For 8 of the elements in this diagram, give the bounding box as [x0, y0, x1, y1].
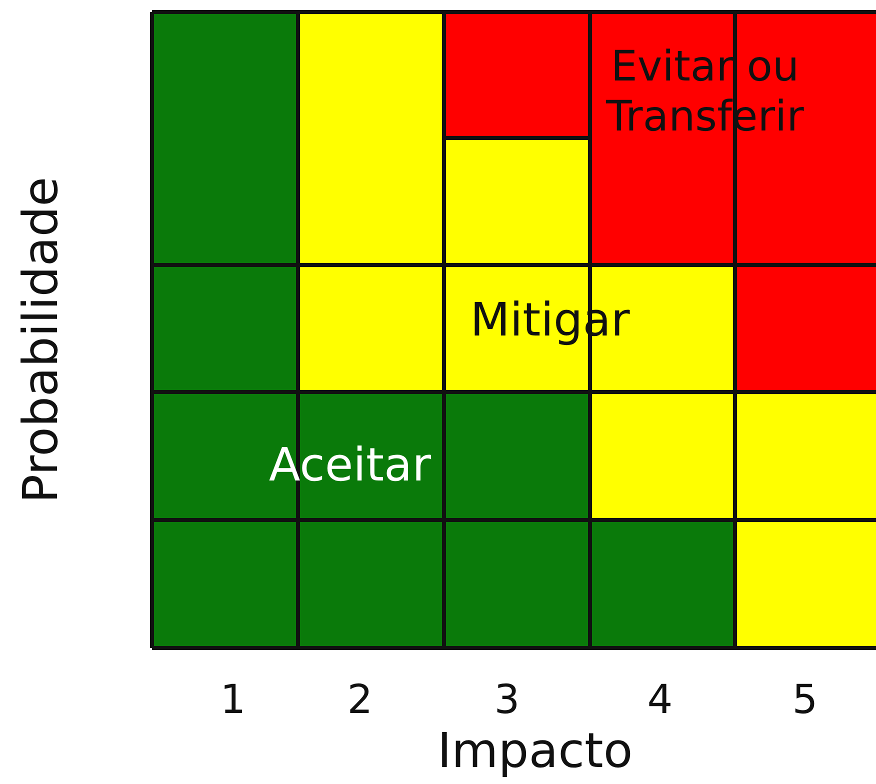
tick-label: 5 [792, 676, 818, 724]
tick-label: 1 [220, 676, 246, 724]
tick-label: 4 [647, 676, 673, 724]
tick-label: 2 [347, 676, 373, 724]
axis-title: Impacto [437, 723, 633, 781]
axis-title: Probabilidade [13, 176, 70, 504]
tick-label: 3 [494, 676, 520, 724]
zone-label: Aceitar [268, 437, 432, 493]
